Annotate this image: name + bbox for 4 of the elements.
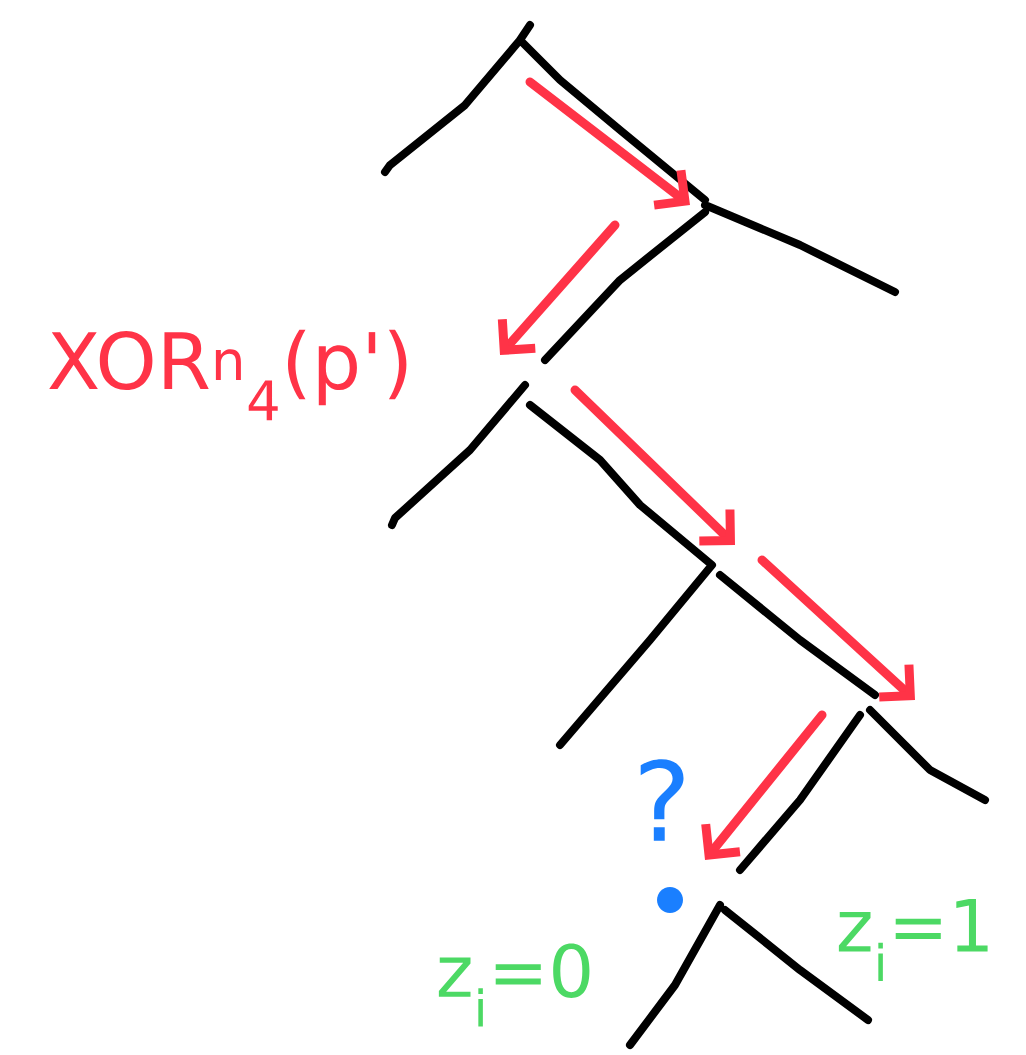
formula-label: XOR$^{n}$$_{4}$(p') [49,329,407,421]
question-mark: ? [640,759,684,841]
value-label: z$_{i}$=0 [438,943,590,1027]
value-label: z$_{i}$=1 [838,898,988,982]
